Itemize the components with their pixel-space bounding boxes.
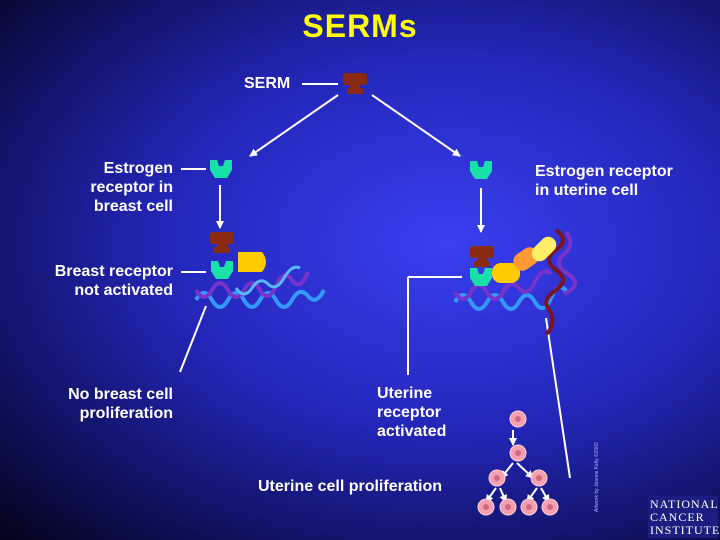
breast-receptor-not-activated-label: Breast receptor not activated [54, 263, 173, 299]
uterine-receptor-activated-label: Uterine receptor activated [377, 385, 447, 440]
estrogen-receptor-icon [210, 160, 232, 178]
no-breast-proliferation-label: No breast cell proliferation [68, 386, 173, 422]
nci-logo: NATIONAL CANCER INSTITUTE [648, 496, 720, 538]
estrogen-receptor-icon [211, 261, 233, 279]
serm-molecule-icon [470, 246, 494, 267]
serm-molecule-icon [343, 73, 367, 94]
coactivator-icon [238, 252, 266, 272]
cell-icon [530, 469, 548, 487]
cell-icon [488, 469, 506, 487]
cell-icon [477, 498, 495, 516]
dna-helix-icon [194, 265, 326, 309]
artwork-credit: Artwork by Jeanne Kelly ©2002 [594, 442, 600, 512]
cell-icon [509, 410, 527, 428]
cell-icon [541, 498, 559, 516]
estrogen-receptor-breast-label: Estrogen receptor in breast cell [90, 160, 173, 215]
cell-icon [520, 498, 538, 516]
cell-icon [509, 444, 527, 462]
serm-label: SERM [244, 75, 291, 92]
estrogen-receptor-icon [470, 161, 492, 179]
coactivator-icon [531, 236, 557, 262]
estrogen-receptor-icon [470, 268, 492, 286]
breast-receptor-complex [194, 232, 326, 309]
estrogen-receptor-uterine-label: Estrogen receptor in uterine cell [535, 163, 673, 199]
page-title: SERMs [302, 8, 418, 44]
coactivator-icon [492, 263, 520, 283]
serm-molecule-icon [210, 232, 234, 253]
uterine-cell-proliferation-label: Uterine cell proliferation [258, 478, 443, 495]
dna-helix-icon [453, 269, 569, 311]
uterine-receptor-complex [453, 228, 577, 336]
connector-lines [179, 83, 571, 503]
cell-icon [499, 498, 517, 516]
